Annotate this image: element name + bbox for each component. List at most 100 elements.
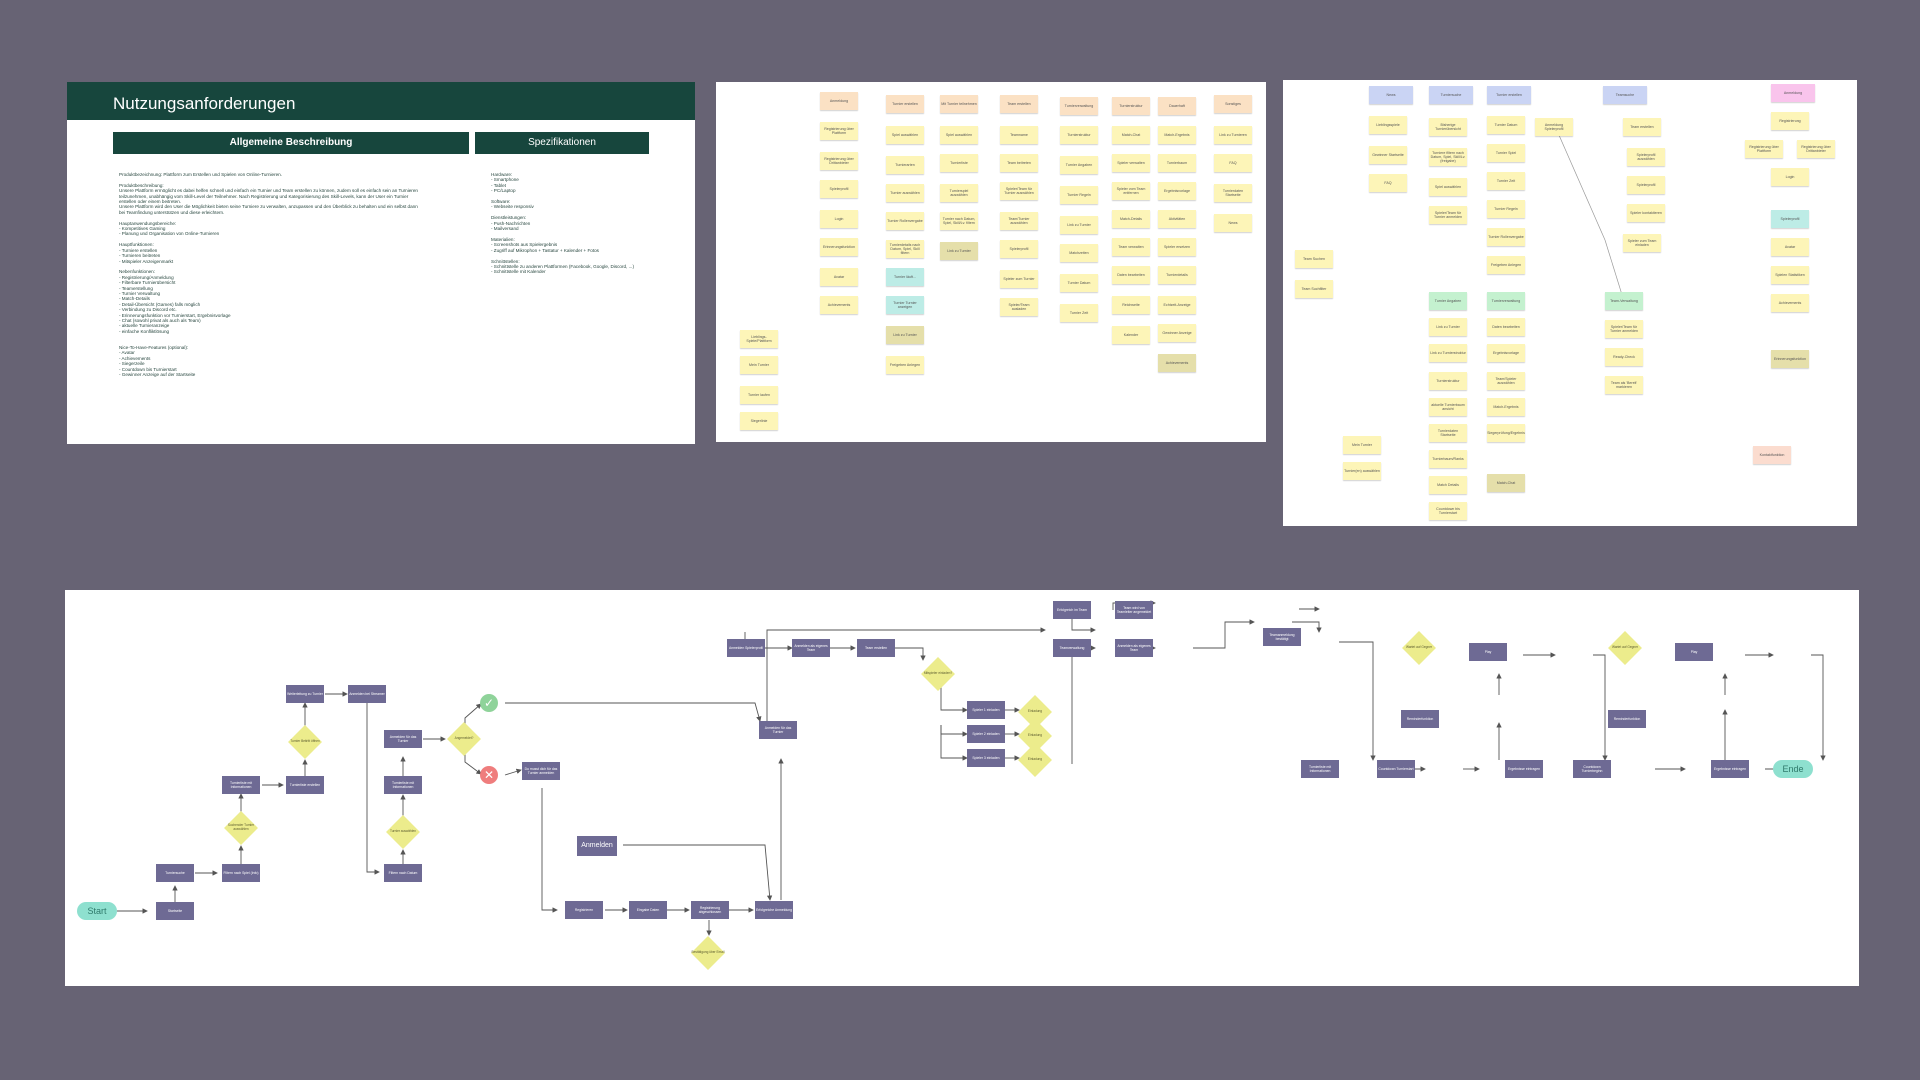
sticky-note[interactable]: Link zu Turnier bbox=[1429, 318, 1467, 336]
sticky-note[interactable]: Login bbox=[820, 210, 858, 228]
sticky-header[interactable]: Turniersuche bbox=[1429, 86, 1473, 104]
flow-step[interactable]: Anmelden als eigenes Team bbox=[792, 639, 830, 657]
flow-step[interactable]: Teamanmeldung bestätigt bbox=[1263, 628, 1301, 646]
sticky-note[interactable]: Countdown bis Turnierstart bbox=[1429, 502, 1467, 520]
sticky-note[interactable]: Anmeldung Spielerprofil bbox=[1535, 118, 1573, 136]
sticky-note[interactable]: Matchzeiten bbox=[1060, 244, 1098, 262]
sticky-note[interactable]: Spielerprofil bbox=[1627, 176, 1665, 194]
sticky-note[interactable]: Match-Ergebnis bbox=[1487, 398, 1525, 416]
flow-decision[interactable]: Wartet auf Gegner bbox=[1607, 630, 1643, 666]
sticky-note[interactable]: Turnierarten bbox=[886, 156, 924, 174]
sticky-note[interactable]: Match-Details bbox=[1112, 210, 1150, 228]
sticky-note[interactable]: Registrierung über Drittanbieter bbox=[820, 152, 858, 170]
sticky-note[interactable]: News bbox=[1214, 214, 1252, 232]
sticky-note[interactable]: Daten bearbeiten bbox=[1487, 318, 1525, 336]
flow-step[interactable]: Turnierliste mit Informationen bbox=[222, 776, 260, 794]
sticky-note[interactable]: Spieler zum Team einladen bbox=[1623, 234, 1661, 252]
sticky-note[interactable]: Turnierdetails bbox=[1158, 266, 1196, 284]
sticky-note[interactable]: Turnier Datum bbox=[1487, 116, 1525, 134]
sticky-note[interactable]: Freigeben Anlegen bbox=[1487, 256, 1525, 274]
sticky-note[interactable]: Gewinner Startseite bbox=[1369, 146, 1407, 164]
sticky-note[interactable]: Ergebnisvorlage bbox=[1487, 344, 1525, 362]
sticky-note[interactable]: Spiel auswählen bbox=[940, 126, 978, 144]
sticky-note[interactable]: Spieler/Team für Turnier anmelden bbox=[1429, 206, 1467, 224]
sticky-note[interactable]: Registrierung über Plattform bbox=[820, 122, 858, 140]
sticky-note[interactable]: Freigeben Anlegen bbox=[886, 356, 924, 374]
flow-step[interactable]: Countdown Turnierstart bbox=[1377, 760, 1415, 778]
sticky-note[interactable]: Reichweite bbox=[1112, 296, 1150, 314]
sticky-note[interactable]: Spieler ersetzen bbox=[1158, 238, 1196, 256]
sticky-note[interactable]: Link zu Turnier bbox=[886, 326, 924, 344]
sticky-note[interactable]: Turnierspiel auswählen bbox=[940, 184, 978, 202]
sticky-note[interactable]: Turnier auswählen bbox=[886, 184, 924, 202]
sticky-header[interactable]: Turnierverwaltung bbox=[1060, 97, 1098, 115]
sticky-note[interactable]: Spieler vom Team entfernen bbox=[1112, 182, 1150, 200]
sticky-note[interactable]: Aktivitäten bbox=[1158, 210, 1196, 228]
sticky-note[interactable]: Kalender bbox=[1112, 326, 1150, 344]
flow-step[interactable]: Team wird von Teamleiter angemeldet bbox=[1115, 601, 1153, 619]
flow-step[interactable]: Registrierung abgeschlossen bbox=[691, 901, 729, 919]
sticky-note[interactable]: Spieler/Team ausladen bbox=[1000, 298, 1038, 316]
sticky-note[interactable]: Turnier nach Datum, Spiel, Skill/Lv. fil… bbox=[940, 212, 978, 230]
sticky-note[interactable]: Spielerprofil auswählen bbox=[1627, 148, 1665, 166]
sticky-header[interactable]: Mit Turnier teilnehmen bbox=[940, 95, 978, 113]
flow-decision[interactable]: Turnier Beitritt öffnen bbox=[287, 724, 323, 760]
board-requirements-slide[interactable]: Nutzungsanforderungen Allgemeine Beschre… bbox=[67, 82, 695, 444]
sticky-note[interactable]: Link zu Turnierstruktur bbox=[1429, 344, 1467, 362]
flow-step[interactable]: Ergebnisse eintragen bbox=[1711, 760, 1749, 778]
sticky-note[interactable]: Team-Verwaltung bbox=[1605, 292, 1643, 310]
sticky-note[interactable]: Lieblings-Spiele/Plattform bbox=[740, 330, 778, 348]
sticky-note[interactable]: Turnier laufen bbox=[740, 386, 778, 404]
sticky-header[interactable]: News bbox=[1369, 86, 1413, 104]
sticky-note[interactable]: Siegerlinie bbox=[740, 412, 778, 430]
flow-step[interactable]: Team erstellen bbox=[857, 639, 895, 657]
sticky-note[interactable]: Login bbox=[1771, 168, 1809, 186]
flow-step[interactable]: Du musst dich für das Turnier anmelden bbox=[522, 762, 560, 780]
sticky-note[interactable]: Team erstellen bbox=[1623, 118, 1661, 136]
sticky-header[interactable]: Anmeldung bbox=[1771, 84, 1815, 102]
sticky-note[interactable]: Turnier Zeit bbox=[1060, 304, 1098, 322]
flow-step[interactable]: Turnierliste erstellen bbox=[286, 776, 324, 794]
sticky-note[interactable]: Team Suchfilter bbox=[1295, 280, 1333, 298]
sticky-note[interactable]: Team/Turnier auswählen bbox=[1000, 212, 1038, 230]
sticky-note[interactable]: Lieblingsspiele bbox=[1369, 116, 1407, 134]
sticky-note[interactable]: Turnier(en) auswählen bbox=[1343, 462, 1381, 480]
sticky-note[interactable]: Match-Chat bbox=[1112, 126, 1150, 144]
flow-step[interactable]: Turniersuche bbox=[156, 864, 194, 882]
flow-end-node[interactable]: Ende bbox=[1773, 760, 1813, 778]
sticky-note[interactable]: Erinnerungsfunktion bbox=[1771, 350, 1809, 368]
sticky-note[interactable]: Avatar bbox=[1771, 238, 1809, 256]
flow-step[interactable]: Startseite bbox=[156, 902, 194, 920]
sticky-note[interactable]: Spiel auswählen bbox=[886, 126, 924, 144]
sticky-header[interactable]: Turnier erstellen bbox=[1487, 86, 1531, 104]
flow-decision[interactable]: Wartet auf Gegner bbox=[1401, 630, 1437, 666]
board-user-flow[interactable]: Start Ende Startseite Turniersuche Filte… bbox=[65, 590, 1859, 986]
flow-step[interactable]: Countdown Turnierbeginn bbox=[1573, 760, 1611, 778]
sticky-header[interactable]: Anmeldung bbox=[820, 92, 858, 110]
flow-decision[interactable]: Einladung bbox=[1017, 718, 1053, 754]
sticky-note[interactable]: Match-Ergebnis bbox=[1158, 126, 1196, 144]
sticky-note[interactable]: Turnierdetails nach Datum, Spiel, Skill … bbox=[886, 240, 924, 258]
sticky-note[interactable]: Turnierbaum/Ranks bbox=[1429, 450, 1467, 468]
flow-decision[interactable]: Suchender Turnier auswählen bbox=[223, 810, 259, 846]
sticky-note[interactable]: Match Details bbox=[1429, 476, 1467, 494]
flow-step[interactable]: Turnierliste mit Informationen bbox=[384, 776, 422, 794]
flow-step[interactable]: Anmelden bei Streamer bbox=[348, 685, 386, 703]
sticky-note[interactable]: Turnierdaten Startseite bbox=[1214, 184, 1252, 202]
sticky-note[interactable]: Turnierbaum bbox=[1158, 154, 1196, 172]
sticky-note[interactable]: FAQ bbox=[1214, 154, 1252, 172]
sticky-note[interactable]: Erinnerungsfunktion bbox=[820, 238, 858, 256]
flow-step[interactable]: Ergebnisse eintragen bbox=[1505, 760, 1543, 778]
sticky-note[interactable]: Turnier Angaben bbox=[1060, 156, 1098, 174]
sticky-header[interactable]: Turnier erstellen bbox=[886, 95, 924, 113]
sticky-note[interactable]: Turniere filtern nach Datum, Spiel, Skil… bbox=[1429, 148, 1467, 166]
sticky-note[interactable]: Turnier Regeln bbox=[1487, 200, 1525, 218]
sticky-note[interactable]: Turnierstruktur bbox=[1060, 126, 1098, 144]
sticky-note[interactable]: Teamname bbox=[1000, 126, 1038, 144]
sticky-note[interactable]: Link zu Turnier bbox=[940, 242, 978, 260]
flow-step[interactable]: Turnierliste mit Informationen bbox=[1301, 760, 1339, 778]
sticky-note[interactable]: Registrierung bbox=[1771, 112, 1809, 130]
sticky-note[interactable]: Spieler kontaktieren bbox=[1627, 204, 1665, 222]
flow-decision[interactable]: Einladung bbox=[1017, 694, 1053, 730]
sticky-note[interactable]: Spieler zum Turnier bbox=[1000, 270, 1038, 288]
